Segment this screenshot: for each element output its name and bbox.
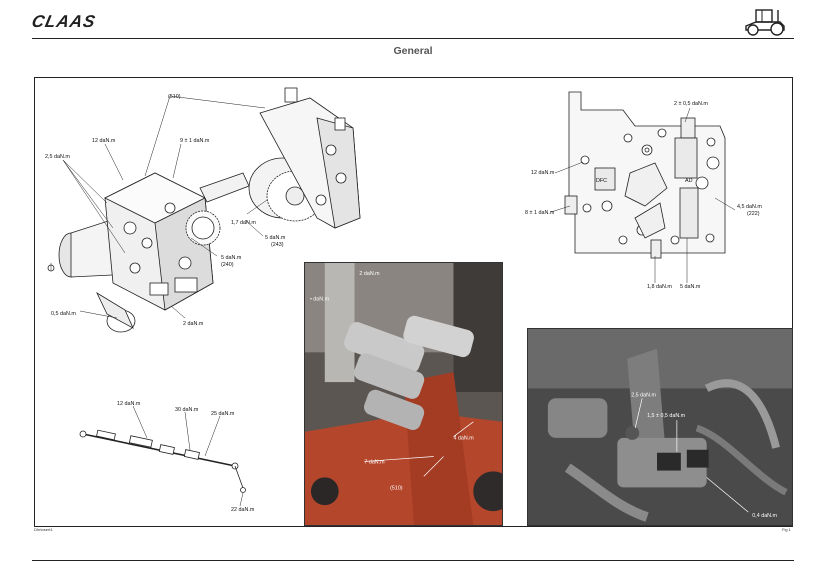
photo-valve-block: 2 daN.m • daN.m 7 daN.m 4 daN.m (510) — [304, 262, 503, 526]
tie-rod-leader-lines — [132, 405, 244, 507]
callout-torque-5-a: 5 daN.m — [265, 235, 286, 241]
photo1-callout-ref-510: (510) — [390, 485, 403, 491]
pump-leader-lines — [50, 95, 268, 319]
valve-plate-leader-lines — [550, 107, 736, 283]
callout-torque-9: 9 ± 1 daN.m — [180, 138, 210, 144]
photo2-callout-torque-1-5: 1,5 ± 0,5 daN.m — [647, 413, 686, 419]
callout-torque-0-5: 0,5 daN.m — [51, 311, 76, 317]
photo2-callout-torque-0-4: 0,4 daN.m — [752, 513, 777, 519]
figure-frame: (510) 12 daN.m 9 ± 1 daN.m 2,5 daN.m 1,7… — [34, 77, 793, 527]
callout-ref-240: (240) — [221, 262, 234, 268]
brand-logo: CLAAS — [30, 12, 98, 31]
figure-reference-left: Dhrtosert1 — [34, 527, 53, 532]
callout-torque-1-7: 1,7 daN.m — [231, 220, 256, 226]
valve-plate-callouts: 2 ± 0,5 daN.m 12 daN.m 8 ± 1 daN.m 4,5 d… — [525, 101, 762, 290]
pump-callouts: (510) 12 daN.m 9 ± 1 daN.m 2,5 daN.m 1,7… — [45, 94, 286, 327]
callout-torque-5-right: 5 daN.m — [680, 284, 701, 290]
callout-torque-12-right: 12 daN.m — [531, 170, 555, 176]
callout-torque-8: 8 ± 1 daN.m — [525, 210, 555, 216]
callout-torque-25: 25 daN.m — [211, 411, 235, 417]
callout-ref-222: (222) — [747, 211, 760, 217]
footer-rule — [32, 560, 794, 561]
pump-assembly-drawing — [47, 87, 361, 333]
callout-torque-22: 22 daN.m — [231, 507, 255, 513]
photo1-callout-torque-7: 7 daN.m — [364, 459, 385, 465]
photo2-callout-torque-2-5: 2,5 daN.m — [631, 392, 656, 398]
photo1-callout-torque-4: 4 daN.m — [453, 436, 474, 442]
header-rule — [32, 38, 794, 39]
figure-number: Fig 1 — [782, 527, 791, 532]
section-title: General — [393, 45, 433, 57]
callout-torque-12: 12 daN.m — [92, 138, 116, 144]
callout-torque-30: 30 daN.m — [175, 407, 199, 413]
callout-torque-1-8: 1,8 daN.m — [647, 284, 672, 290]
callout-torque-2-0-5: 2 ± 0,5 daN.m — [674, 101, 708, 107]
callout-torque-5-b: 5 daN.m — [221, 255, 242, 261]
callout-ref-510: (510) — [168, 94, 181, 100]
tie-rod-drawing — [79, 429, 246, 493]
callout-ref-243: (243) — [271, 242, 284, 248]
mark-dfc: DFC — [596, 178, 607, 184]
photo-pump-pipes: 2,5 daN.m 1,5 ± 0,5 daN.m 0,4 daN.m — [527, 328, 793, 526]
mark-ad: AD — [685, 178, 693, 184]
tractor-icon — [745, 9, 785, 36]
photo1-callout-torque-2: 2 daN.m — [359, 271, 380, 277]
valve-plate-drawing — [564, 91, 726, 259]
exploded-diagrams: (510) 12 daN.m 9 ± 1 daN.m 2,5 daN.m 1,7… — [45, 87, 762, 513]
callout-torque-2-5: 2,5 daN.m — [45, 154, 70, 160]
callout-torque-12-rod: 12 daN.m — [117, 401, 141, 407]
tie-rod-callouts: 12 daN.m 30 daN.m 25 daN.m 22 daN.m — [117, 401, 255, 513]
photo1-callout-torque-a: • daN.m — [310, 297, 330, 303]
callout-torque-4-5: 4,5 daN.m — [737, 204, 762, 210]
callout-torque-2: 2 daN.m — [183, 321, 204, 327]
